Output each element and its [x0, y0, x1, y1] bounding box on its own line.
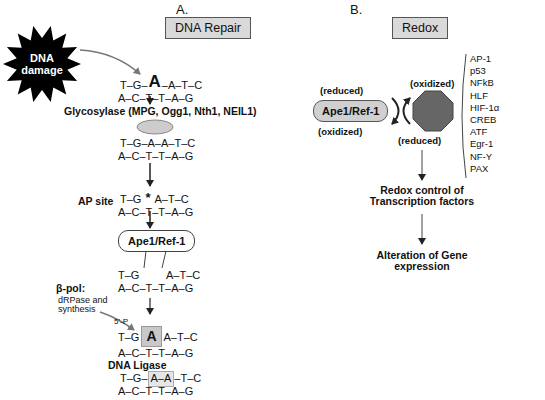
node-text: DNA Repair	[175, 21, 241, 35]
incision-line	[144, 251, 146, 268]
transcription-factor: AP-1	[470, 54, 491, 64]
transcription-factor: HIF-1α	[470, 103, 499, 113]
polymerase-arrow	[100, 312, 134, 330]
dna-strand: –T–C	[174, 373, 201, 385]
damage-arrow	[80, 50, 140, 74]
dna-strand: T–G–	[120, 80, 148, 92]
dna-strand: A–C–T–T–A–G	[118, 151, 193, 163]
repaired-bases: A–A	[148, 371, 175, 387]
redox-cycle-arrow	[404, 98, 411, 124]
outcome-label: Alteration of Gene expression	[362, 250, 482, 272]
flow-arrow	[422, 150, 423, 180]
node-text: DNA damage	[18, 52, 66, 76]
end-label: 5'-P	[114, 318, 128, 326]
flow-arrow	[422, 214, 423, 244]
glycosylase-enzyme	[137, 120, 173, 134]
redox-state: (oxidized)	[410, 79, 454, 89]
node-text: Ape1/Ref-1	[128, 235, 185, 247]
panel-letter: A.	[176, 3, 188, 17]
dna-strand: A–C–T–T–A–G	[118, 207, 193, 219]
dna-strand: A–C–T–T–A–G	[118, 93, 193, 105]
transcription-factor: NF-Y	[470, 152, 492, 162]
step-arrow	[149, 298, 150, 314]
dna-strand: A–T–C	[166, 270, 200, 282]
redox-state: (oxidized)	[318, 127, 362, 137]
oxidized-partner-octagon	[413, 91, 453, 131]
step-label: AP site	[78, 196, 113, 207]
panel-title-box: Redox	[392, 17, 448, 39]
incision-line	[162, 251, 166, 268]
redox-state: (reduced)	[320, 86, 363, 96]
dna-strand: A–C–T–T–A–G	[118, 283, 193, 295]
transcription-factor: HLF	[470, 91, 488, 101]
enzyme-label: β-pol:	[56, 283, 85, 294]
dna-strand: T–G	[118, 270, 139, 282]
enzyme-box: Ape1/Ref-1	[118, 230, 195, 252]
dna-strand: T–G–	[120, 373, 148, 385]
dna-strand: A–C–T–T–A–G	[118, 348, 193, 360]
dna-strand: A–C–T–T–A–G	[118, 386, 193, 398]
damaged-base: A	[149, 73, 161, 91]
ap-site-mark: *	[145, 191, 150, 205]
step-arrow	[149, 163, 151, 186]
panel-letter: B.	[350, 3, 362, 17]
outcome-label: Redox control of Transcription factors	[362, 185, 482, 207]
damage-starburst: DNA damage	[2, 24, 82, 104]
node-text: Ape1/Ref-1	[322, 105, 379, 117]
panel-title-box: DNA Repair	[165, 17, 251, 39]
transcription-factor: PAX	[470, 164, 488, 174]
transcription-factor: CREB	[470, 115, 496, 125]
bracket	[462, 54, 466, 178]
redox-cycle-arrow	[392, 98, 399, 124]
dna-strand: T–G	[118, 332, 139, 344]
dna-strand: T–G	[120, 194, 141, 206]
redox-state: (reduced)	[398, 136, 441, 146]
dna-strand: T–G–A–A–T–C	[120, 138, 195, 150]
enzyme-label: Glycosylase (MPG, Ogg1, Nth1, NEIL1)	[64, 106, 257, 117]
inserted-base: A	[141, 326, 161, 347]
node-text: Redox	[402, 21, 438, 35]
enzyme-activity: dRPase and synthesis	[58, 296, 120, 315]
transcription-factor: p53	[470, 66, 486, 76]
enzyme-box: Ape1/Ref-1	[313, 100, 388, 122]
transcription-factor: Egr-1	[470, 139, 493, 149]
transcription-factor: ATF	[470, 127, 487, 137]
dna-strand: A–T–C	[154, 194, 188, 206]
transcription-factor: NFkB	[470, 78, 494, 88]
enzyme-label: DNA Ligase	[108, 360, 167, 371]
dna-strand: –A–T–C	[162, 80, 202, 92]
dna-strand: A–T–C	[164, 332, 198, 344]
